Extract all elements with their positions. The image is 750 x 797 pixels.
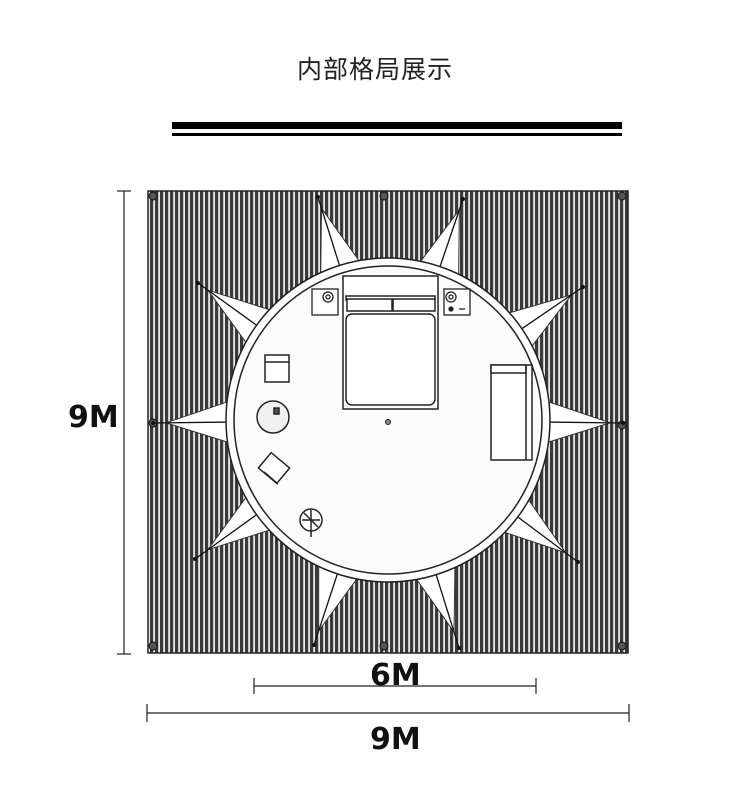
nightstand-right	[443, 288, 471, 316]
guy-rope	[194, 512, 259, 560]
center-pole	[385, 419, 391, 425]
height-label: 9M	[68, 400, 119, 435]
inner-width-label: 6M	[370, 658, 421, 693]
guy-rope	[313, 571, 339, 646]
guy-rope	[317, 196, 341, 268]
rope-anchor	[576, 560, 580, 564]
title-divider-thin	[172, 133, 622, 136]
rope-anchor	[621, 421, 625, 425]
dimension-outer-width	[146, 704, 630, 722]
page-title: 内部格局展示	[296, 55, 453, 84]
sofa	[490, 364, 533, 461]
rope-anchor	[316, 195, 320, 199]
nightstand-left	[311, 288, 339, 316]
guy-rope	[519, 286, 584, 331]
guy-rope	[438, 198, 464, 269]
dimension-height	[117, 190, 131, 655]
stove	[299, 508, 323, 537]
rope-anchor	[581, 285, 585, 289]
bed	[342, 275, 439, 410]
outer-width-label: 9M	[370, 722, 421, 757]
rope-anchor	[457, 646, 461, 650]
title-divider-thick	[172, 122, 622, 129]
rope-anchor	[461, 197, 465, 201]
dimension-inner-width	[253, 678, 537, 694]
guy-rope	[152, 421, 229, 424]
deck-posts	[148, 191, 627, 651]
rope-anchor	[193, 557, 197, 561]
guy-rope	[547, 421, 624, 424]
stool	[264, 354, 290, 383]
round-table	[256, 400, 290, 434]
rope-anchor	[312, 643, 316, 647]
guy-rope	[434, 572, 460, 649]
armchair	[257, 451, 291, 485]
rope-anchor	[151, 421, 155, 425]
guy-rope	[197, 282, 259, 327]
guy-rope	[515, 515, 579, 563]
rope-anchor	[196, 281, 200, 285]
